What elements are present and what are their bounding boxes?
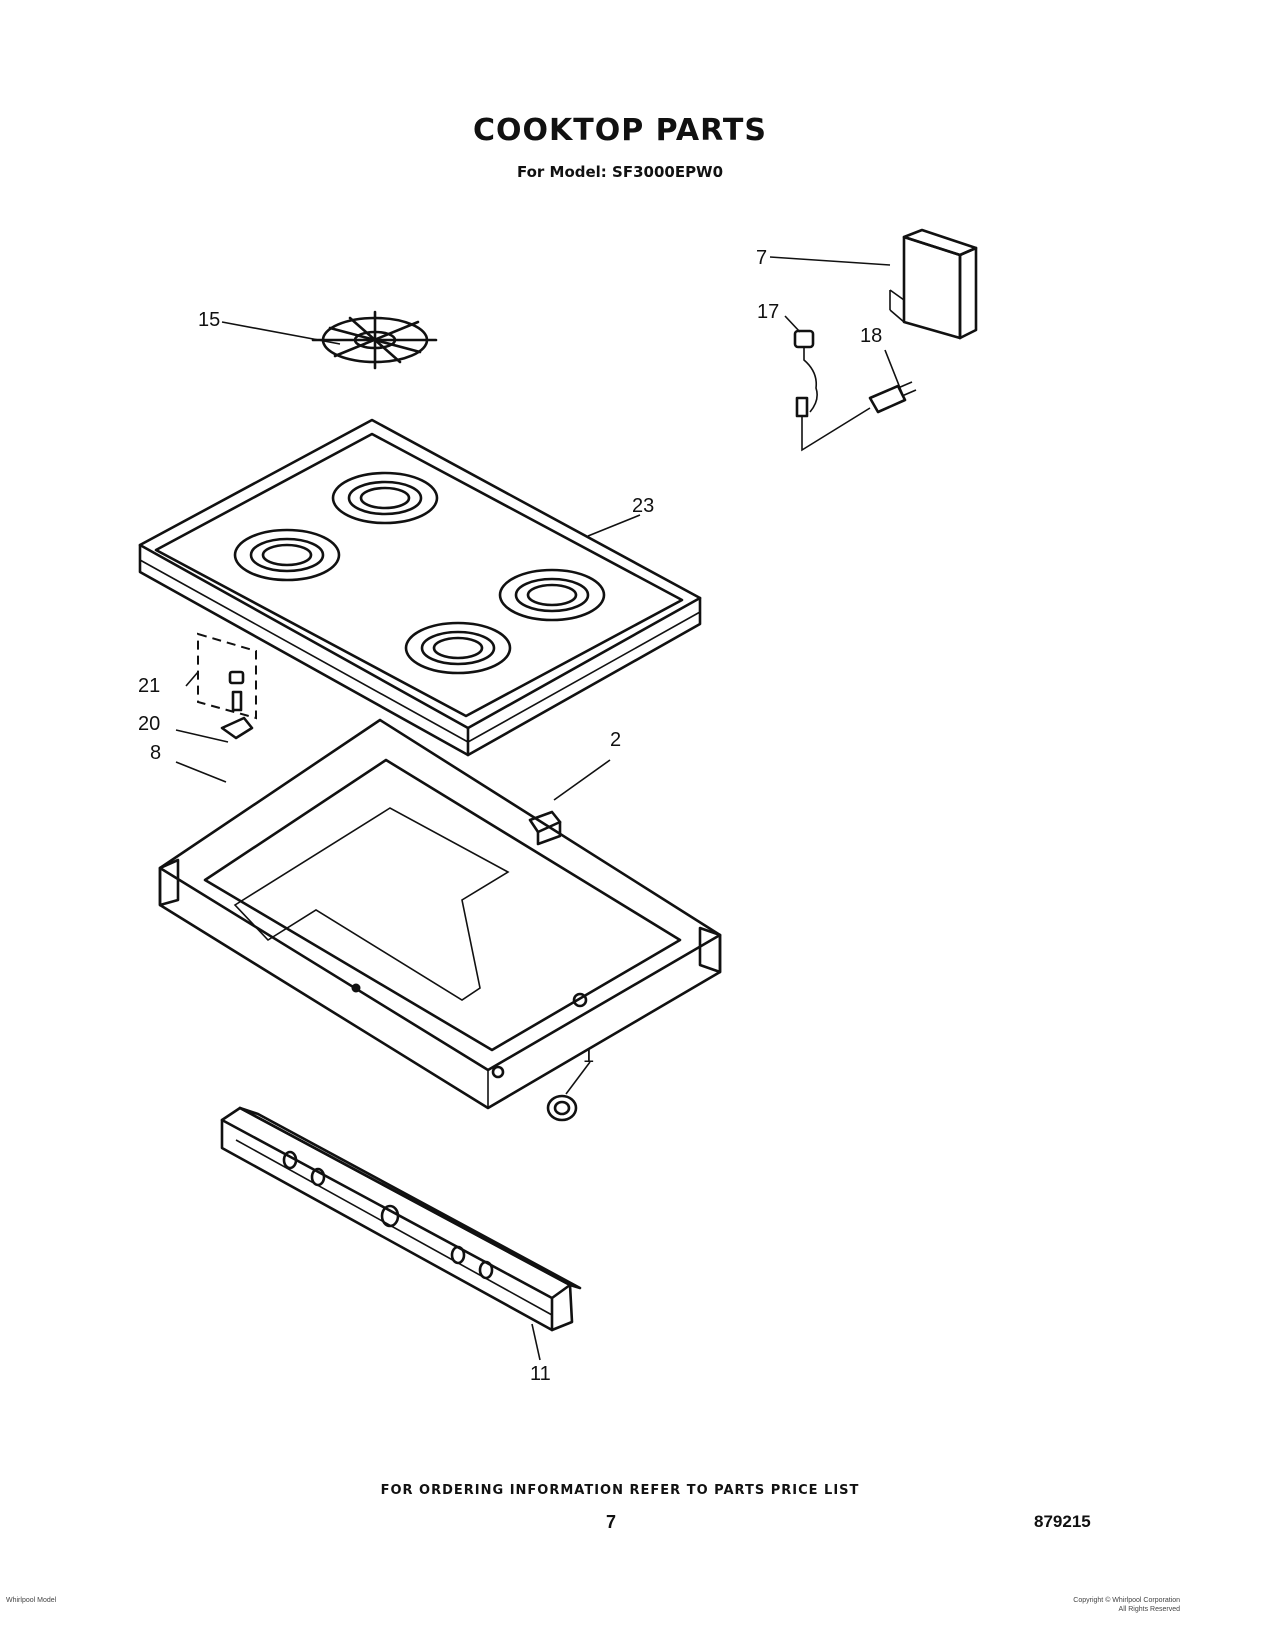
callout-15: 15 [198,309,220,331]
callout-1: 1 [583,1045,594,1067]
valve-assembly-part [197,632,257,740]
callout-23: 23 [632,495,654,517]
callout-7: 7 [756,247,767,269]
ordering-note: FOR ORDERING INFORMATION REFER TO PARTS … [380,1483,860,1498]
fine-print-left: Whirlpool Model [6,1597,57,1604]
control-panel-part [220,1106,582,1332]
burner-grate-part [311,310,438,370]
model-subtitle: For Model: SF3000EPW0 [516,163,724,181]
callout-18: 18 [860,325,882,347]
junction-box-part [889,228,978,340]
page-number: 7 [606,1512,617,1532]
callout-8: 8 [150,742,161,764]
callout-17: 17 [757,301,779,323]
copyright-line-2: All Rights Reserved [1118,1606,1180,1613]
cooktop-part [138,418,702,757]
callout-20: 20 [138,713,160,735]
wire-harness-part [793,329,917,452]
burner-box-part [158,718,722,1110]
copyright-line-1: Copyright © Whirlpool Corporation [1073,1597,1180,1604]
callout-2: 2 [610,729,621,751]
callout-11: 11 [530,1363,551,1385]
leader-lines [175,256,903,1361]
clip-part [528,810,562,846]
callout-21: 21 [138,675,160,697]
page-title: COOKTOP PARTS [473,113,767,148]
document-number: 879215 [1034,1512,1091,1531]
bushing-part [546,1094,578,1122]
fine-print-right: Copyright © Whirlpool Corporation All Ri… [980,1596,1180,1614]
